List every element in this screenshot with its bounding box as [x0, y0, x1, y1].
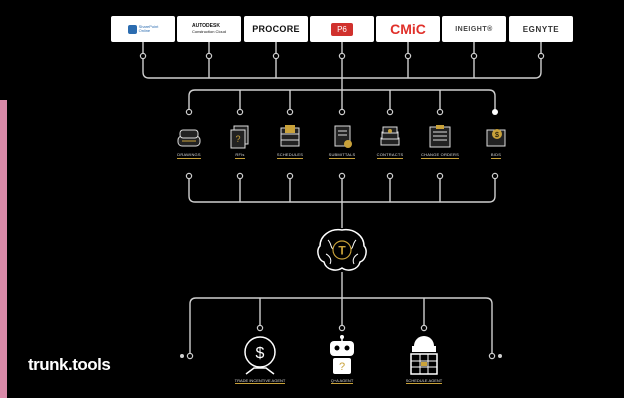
cmic-logo: CMiC — [376, 16, 440, 42]
svg-text:?: ? — [235, 134, 240, 144]
core-brain: T — [312, 226, 372, 274]
autodesk-sublabel: Construction Cloud — [191, 29, 227, 34]
trade-incentive-agent-label: TRADE INCENTIVE AGENT — [234, 378, 286, 384]
bids-icon: $ — [486, 129, 506, 147]
sharepoint-label: SharePoint — [138, 24, 159, 29]
contracts-icon — [380, 126, 400, 146]
schedule-agent-label: SCHEDULE AGENT — [405, 378, 443, 384]
ineight-label: INEIGHT® — [455, 25, 493, 33]
drawings-label: DRAWINGS — [177, 152, 201, 159]
svg-text:$: $ — [256, 345, 265, 362]
cmic-label: CMiC — [390, 21, 426, 37]
robot-icon: ? — [330, 335, 354, 374]
egnyte-logo: EGNYTE — [509, 16, 573, 42]
agent-trade-incentive: $ TRADE INCENTIVE AGENT — [226, 334, 294, 384]
sharepoint-logo: SharePoint Online — [111, 16, 175, 42]
sharepoint-icon — [127, 24, 137, 34]
egnyte-label: EGNYTE — [522, 24, 560, 34]
ineight-logo: INEIGHT® — [442, 16, 506, 42]
sharepoint-sublabel: Online — [138, 28, 151, 33]
svg-text:$: $ — [495, 132, 499, 139]
contracts-label: CONTRACTS — [376, 152, 404, 159]
p6-label: P6 — [331, 22, 353, 36]
document-contracts: CONTRACTS — [369, 122, 411, 159]
drawings-icon — [177, 129, 201, 147]
core-letter: T — [338, 244, 346, 258]
change-orders-label: CHANGE ORDERS — [421, 152, 459, 159]
submittals-label: SUBMITTALS — [328, 152, 356, 159]
bids-label: BIDS — [490, 152, 502, 159]
rfis-icon: ? — [230, 125, 249, 149]
agent-qa: ? Q+A AGENT — [314, 334, 370, 384]
procore-label: PROCORE — [252, 24, 300, 34]
side-accent-bar — [0, 100, 7, 398]
document-submittals: SUBMITTALS — [321, 122, 363, 159]
submittals-icon — [334, 125, 352, 148]
brain-icon: T — [317, 228, 367, 271]
document-schedules: SCHEDULES — [269, 122, 311, 159]
svg-text:?: ? — [339, 361, 345, 373]
document-rfis: ? RFIs — [219, 122, 261, 159]
change-orders-icon — [429, 125, 451, 148]
schedules-icon — [280, 125, 300, 147]
money-agent-icon: $ — [244, 336, 276, 375]
rfis-label: RFIs — [235, 152, 245, 159]
agent-schedule: SCHEDULE AGENT — [394, 334, 454, 384]
qa-agent-label: Q+A AGENT — [330, 378, 354, 384]
document-drawings: DRAWINGS — [168, 122, 210, 159]
schedule-agent-icon — [410, 336, 438, 375]
document-change-orders: CHANGE ORDERS — [414, 122, 466, 159]
brand-wordmark: trunk.tools — [28, 355, 111, 374]
autodesk-label: AUTODESK — [191, 23, 220, 29]
p6-logo: P6 — [310, 16, 374, 42]
schedules-label: SCHEDULES — [276, 152, 304, 159]
document-bids: $ BIDS — [477, 122, 515, 159]
autodesk-logo: AUTODESK Construction Cloud — [177, 16, 241, 42]
procore-logo: PROCORE — [244, 16, 308, 42]
